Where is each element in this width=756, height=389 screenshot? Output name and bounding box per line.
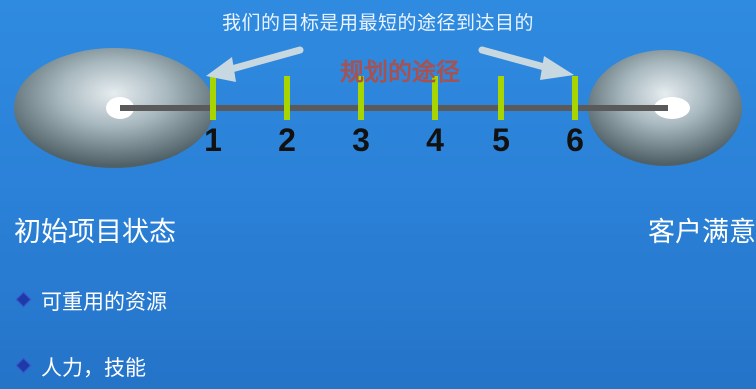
step-number: 4	[426, 122, 444, 158]
step-number: 1	[204, 122, 222, 158]
left-arrow	[206, 46, 304, 82]
planned-path-label: 规划的途径	[340, 58, 460, 86]
right-arrow	[478, 46, 574, 80]
step-tick-5	[498, 76, 504, 120]
step-number: 3	[352, 122, 370, 158]
bullet-text: 人力，技能	[41, 356, 146, 380]
goal-caption: 我们的目标是用最短的途径到达目的	[221, 12, 534, 34]
step-number: 5	[492, 122, 510, 158]
step-number: 6	[566, 122, 584, 158]
path-line	[120, 105, 668, 111]
start-state-label: 初始项目状态	[14, 217, 176, 248]
step-number: 2	[278, 122, 296, 158]
step-tick-6	[572, 76, 578, 120]
bullet-item: 可重用的资源	[15, 286, 167, 316]
bullet-item: 人力，技能	[15, 352, 146, 382]
diamond-bullet-icon	[15, 357, 32, 374]
end-point	[654, 97, 690, 119]
end-state-label: 客户满意	[648, 217, 756, 248]
step-tick-2	[284, 76, 290, 120]
step-tick-3	[358, 76, 364, 120]
diamond-bullet-icon	[15, 291, 32, 308]
bullet-text: 可重用的资源	[41, 290, 167, 314]
step-tick-1	[210, 76, 216, 120]
path-diagram	[14, 46, 742, 168]
step-tick-4	[432, 76, 438, 120]
